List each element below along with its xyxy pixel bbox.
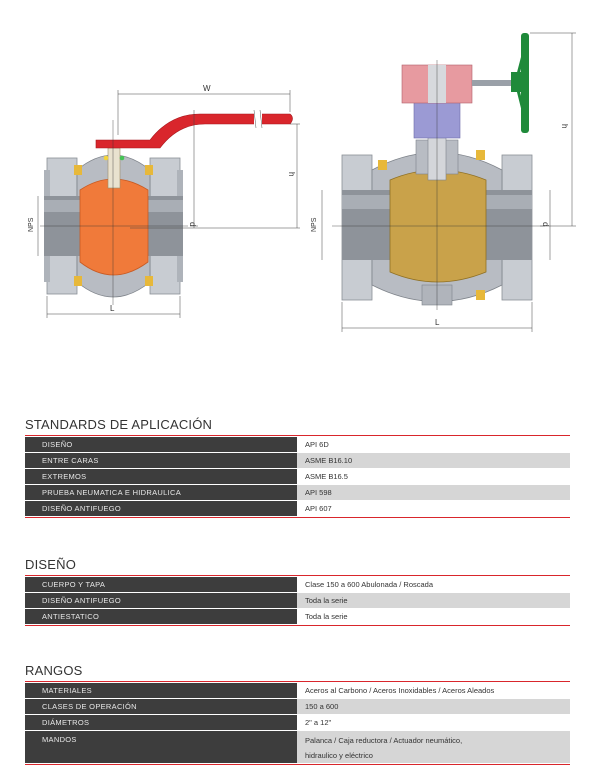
gear-valve-dimensions (321, 32, 576, 332)
section-title: DISEÑO (25, 557, 77, 572)
section-bottom-divider (25, 517, 570, 518)
d-dimension-label-right: d (541, 222, 550, 226)
d-dimension-label: d (188, 222, 197, 226)
row-value: Toda la serie (297, 593, 570, 608)
section-divider (25, 681, 570, 682)
row-label: DISEÑO (25, 437, 297, 452)
l-dimension-label: L (110, 304, 115, 313)
row-value: API 598 (297, 485, 570, 500)
row-value: Clase 150 a 600 Abulonada / Roscada (297, 577, 570, 592)
lever-valve-dimensions (37, 90, 300, 318)
row-value: API 607 (297, 501, 570, 516)
section-title: RANGOS (25, 663, 83, 678)
gear-valve-drawing (332, 33, 545, 310)
row-value: 150 a 600 (297, 699, 570, 714)
section-title: STANDARDS DE APLICACIÓN (25, 417, 213, 432)
nps-dimension-label-right: NPS (311, 217, 318, 232)
row-label: ANTIESTATICO (25, 609, 297, 624)
row-value: API 6D (297, 437, 570, 452)
row-value: ASME B16.5 (297, 469, 570, 484)
section-bottom-divider (25, 625, 570, 626)
row-label: CLASES DE OPERACIÓN (25, 699, 297, 714)
row-value: Toda la serie (297, 609, 570, 624)
row-label: PRUEBA NEUMATICA E HIDRAULICA (25, 485, 297, 500)
row-value-line-2: hidraulico y eléctrico (305, 751, 373, 760)
row-label: CUERPO Y TAPA (25, 577, 297, 592)
l-dimension-label-right: L (435, 318, 440, 327)
row-label: DISEÑO ANTIFUEGO (25, 593, 297, 608)
row-label: MANDOS (25, 731, 297, 763)
nps-dimension-label: NPS (28, 217, 35, 232)
section-divider (25, 435, 570, 436)
section-divider (25, 575, 570, 576)
row-value-line-1: Palanca / Caja reductora / Actuador neum… (305, 736, 463, 745)
row-value: ASME B16.10 (297, 453, 570, 468)
h-dimension-label: h (287, 172, 296, 176)
row-value: Palanca / Caja reductora / Actuador neum… (297, 731, 570, 763)
w-dimension-label: W (203, 84, 211, 93)
table-row: MANDOS Palanca / Caja reductora / Actuad… (25, 731, 570, 763)
row-value: Aceros al Carbono / Aceros Inoxidables /… (297, 683, 570, 698)
valve-diagrams: W h NPS d L (28, 32, 576, 332)
row-label: EXTREMOS (25, 469, 297, 484)
row-value: 2" a 12" (297, 715, 570, 730)
row-label: DIÁMETROS (25, 715, 297, 730)
row-label: ENTRE CARAS (25, 453, 297, 468)
section-bottom-divider (25, 764, 570, 765)
row-label: MATERIALES (25, 683, 297, 698)
row-label: DISEÑO ANTIFUEGO (25, 501, 297, 516)
h-dimension-label-right: h (560, 124, 569, 128)
lever-valve-drawing (40, 109, 293, 305)
